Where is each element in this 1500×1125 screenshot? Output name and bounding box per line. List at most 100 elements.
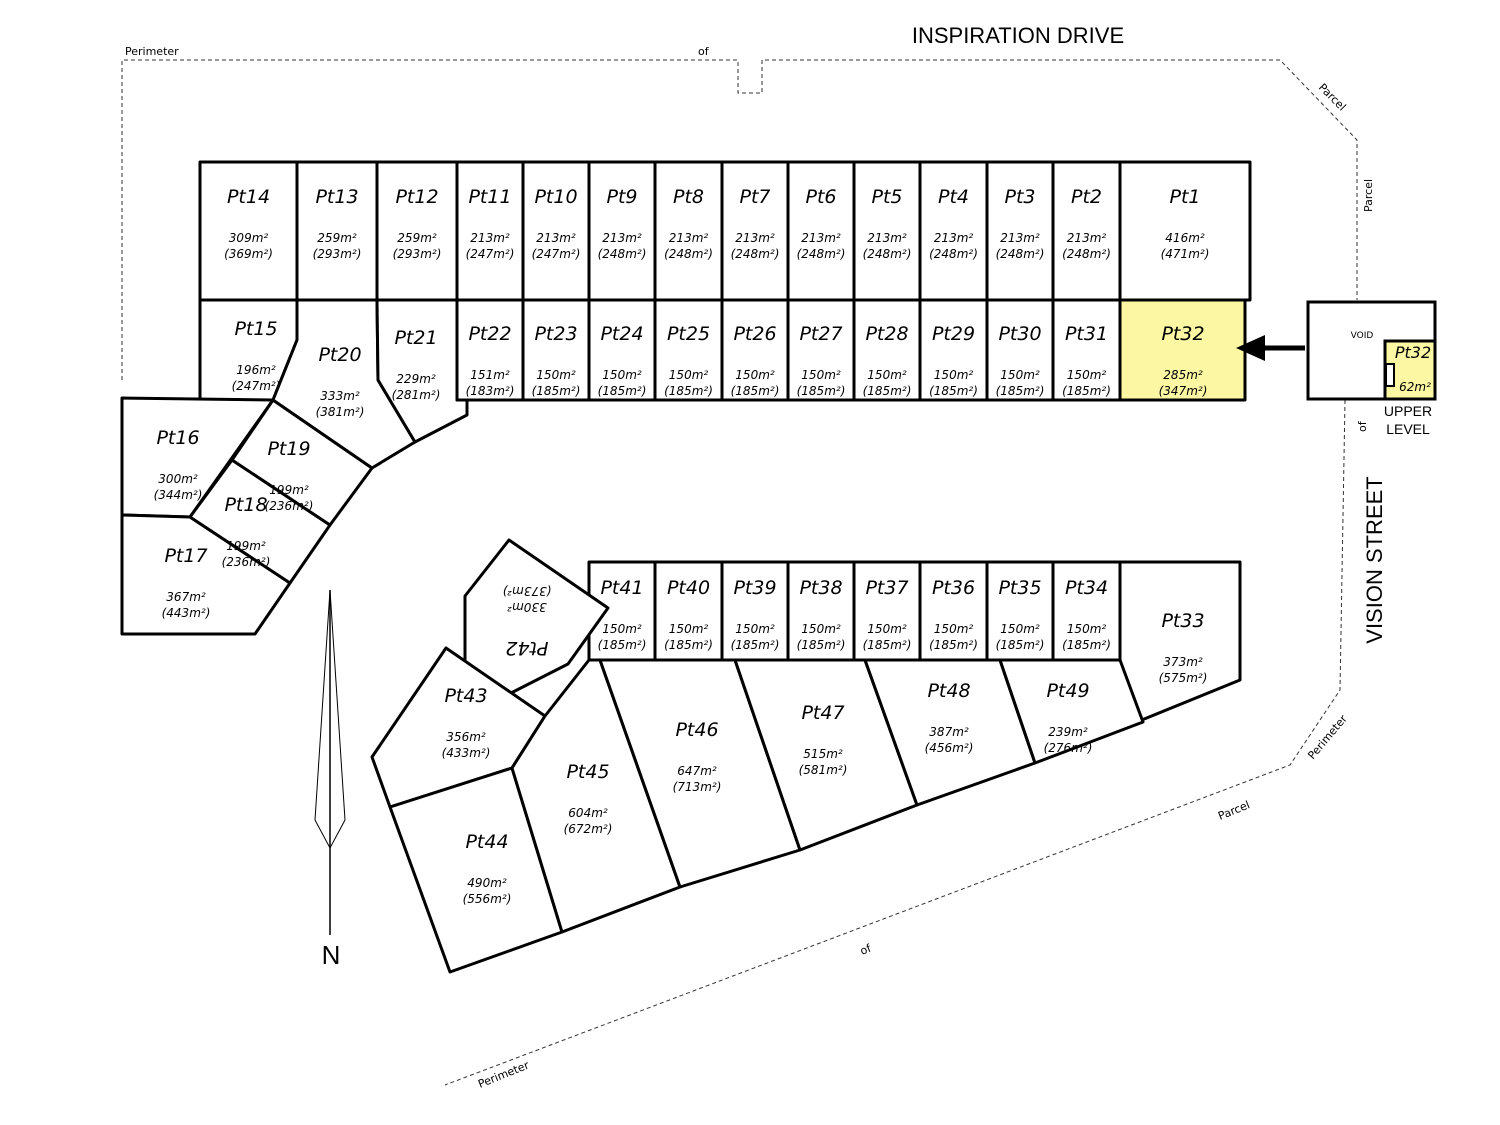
lot-area: 367m² [166, 590, 206, 604]
lot-area: 150m² [1067, 368, 1107, 382]
lot-label: Pt20 [318, 344, 361, 366]
lot-total-area: (456m²) [925, 741, 974, 755]
lot-boundary[interactable] [1118, 298, 1247, 402]
lot-label: Pt33 [1161, 610, 1204, 632]
lot-area: 213m² [536, 231, 576, 245]
lot-area: 199m² [226, 539, 266, 553]
lot-label: Pt28 [865, 323, 908, 345]
lot-boundary[interactable] [998, 658, 1145, 765]
lot-total-area: (185m²) [996, 638, 1045, 652]
lot-area: 213m² [1000, 231, 1040, 245]
perimeter-label: Parcel [1362, 179, 1375, 212]
perimeter-label: of [698, 45, 710, 58]
lot-total-area: (575m²) [1159, 671, 1208, 685]
lot-area: 150m² [934, 622, 974, 636]
lot-total-area: (281m²) [392, 388, 441, 402]
lot-label: Pt37 [865, 577, 908, 599]
lot-boundary[interactable] [120, 513, 292, 636]
parcel-perimeter [121, 59, 1358, 1086]
lot-label: Pt17 [164, 545, 207, 567]
arrow-icon [1236, 335, 1305, 361]
lot-label: Pt26 [733, 323, 776, 345]
lot-label: Pt34 [1065, 577, 1108, 599]
lot-total-area: (236m²) [222, 555, 271, 569]
lot-area: 150m² [867, 622, 907, 636]
lot-total-area: (185m²) [731, 638, 780, 652]
lot-total-area: (248m²) [996, 247, 1045, 261]
lot-total-area: (293m²) [313, 247, 362, 261]
lot-label: Pt35 [998, 577, 1041, 599]
lot-label: Pt29 [932, 323, 975, 345]
lot-area: 259m² [397, 231, 437, 245]
lot-total-area: (185m²) [1062, 638, 1111, 652]
lot-total-area: (672m²) [564, 822, 613, 836]
lot-area: 604m² [568, 806, 608, 820]
lot-area: 213m² [669, 231, 709, 245]
lot-label: Pt4 [938, 186, 969, 208]
lot-area: 309m² [229, 231, 269, 245]
lot-boundary[interactable] [1118, 560, 1242, 724]
north-arrow: N [314, 589, 346, 970]
lot-area: 330m² [507, 600, 547, 614]
lot-total-area: (185m²) [929, 384, 978, 398]
lot-label: Pt21 [394, 327, 437, 349]
lot-total-area: (248m²) [731, 247, 780, 261]
lot-total-area: (185m²) [731, 384, 780, 398]
lot-label: Pt41 [600, 577, 643, 599]
lot-label: Pt14 [227, 186, 270, 208]
perimeter-label: Perimeter [1305, 712, 1350, 762]
lot-total-area: (276m²) [1044, 741, 1093, 755]
lot-total-area: (248m²) [863, 247, 912, 261]
lot-label: Pt1 [1170, 186, 1201, 208]
lot-area: 150m² [669, 622, 709, 636]
perimeter-label: of [1356, 420, 1369, 432]
